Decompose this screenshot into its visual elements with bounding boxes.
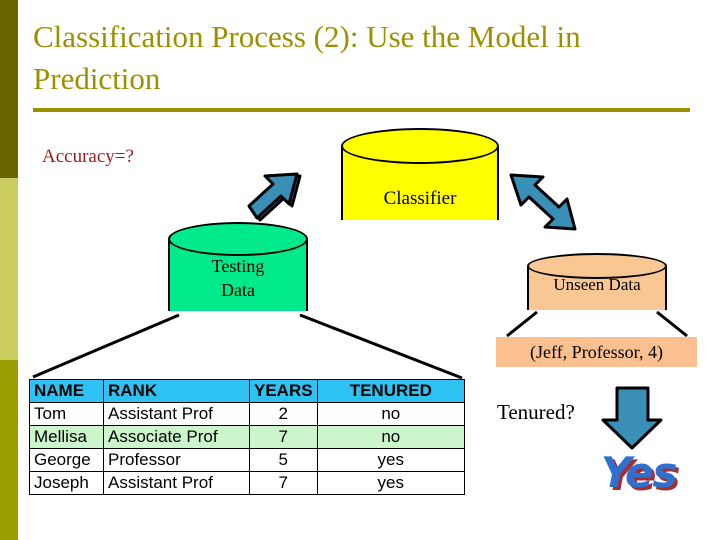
accuracy-label: Accuracy=? [42,146,134,167]
connector-testing-right [299,313,463,380]
cell-tenured: no [316,402,466,426]
cell-rank: Assistant Prof [103,402,250,426]
cell-name: Tom [29,402,104,426]
tenured-question-label: Tenured? [497,400,575,424]
testing-data-cylinder-top [168,222,308,256]
cell-rank: Professor [103,448,250,472]
sidebar-band-olive [0,360,18,540]
connector-testing-left [32,313,180,379]
cell-tenured: yes [316,471,466,495]
cell-years: 7 [249,425,318,449]
testing-data-label-line2: Data [221,280,255,300]
sidebar-band-light [0,178,18,360]
classifier-cylinder-top [341,128,499,164]
cell-years: 7 [249,471,318,495]
cell-years: 2 [249,402,318,426]
testing-data-label-line1: Testing [211,256,265,276]
column-header-tenured: TENURED [316,379,466,403]
sidebar-band-dark [0,0,18,178]
arrow-testing-to-classifier [247,172,302,222]
table-header-row: NAME RANK YEARS TENURED [29,379,466,403]
title-underline [33,108,690,112]
cell-tenured: yes [316,448,466,472]
unseen-data-cylinder: Unseen Data [527,253,667,323]
cell-name: Joseph [29,471,104,495]
cell-tenured: no [316,425,466,449]
cell-name: George [29,448,104,472]
unseen-data-cylinder-top [527,253,667,279]
arrow-classifier-to-unseen [509,173,577,231]
column-header-years: YEARS [249,379,318,403]
column-header-rank: RANK [103,379,250,403]
answer-wordart: Yes [601,448,677,497]
classifier-cylinder: Classifier [341,128,499,238]
tuple-box: (Jeff, Professor, 4) [496,337,697,367]
page-title: Classification Process (2): Use the Mode… [33,19,581,96]
cell-rank: Assistant Prof [103,471,250,495]
testing-data-cylinder: Testing Data [168,222,308,327]
cell-years: 5 [249,448,318,472]
cell-name: Mellisa [29,425,104,449]
testing-data-label: Testing Data [168,254,308,302]
cell-rank: Associate Prof [103,425,250,449]
column-header-name: NAME [29,379,104,403]
classifier-label: Classifier [383,188,457,209]
unseen-data-label: Unseen Data [553,275,641,294]
down-arrow-icon [601,386,663,450]
